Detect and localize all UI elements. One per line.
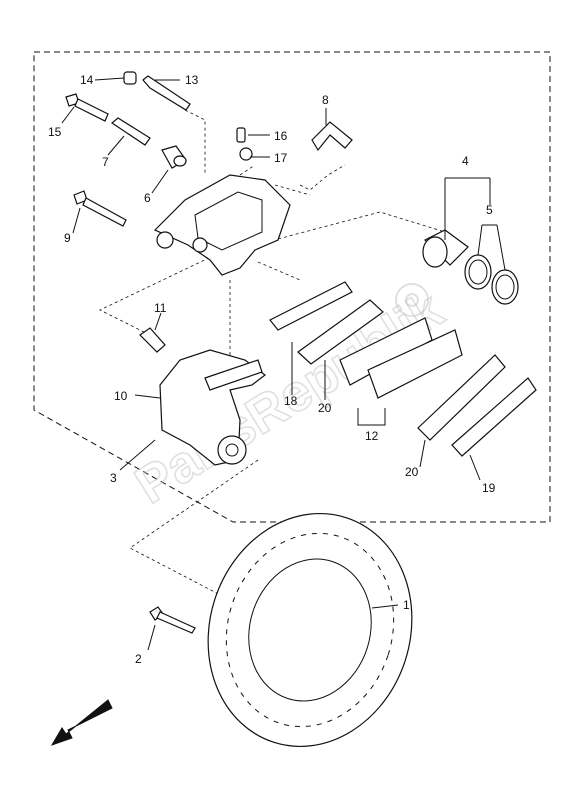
callout-leaders bbox=[61, 77, 506, 651]
part-14-cap bbox=[123, 71, 137, 85]
part-20-pad-left bbox=[297, 299, 384, 365]
callout-11: 11 bbox=[154, 301, 167, 315]
part-13-pin bbox=[142, 75, 191, 111]
part-15-bolt bbox=[65, 93, 109, 122]
part-16-bleeder bbox=[236, 127, 246, 143]
assembly-leaders bbox=[99, 109, 446, 601]
caliper-body bbox=[153, 174, 291, 276]
callout-10: 10 bbox=[114, 389, 128, 403]
callout-6: 6 bbox=[144, 191, 151, 205]
callout-20-right: 20 bbox=[405, 465, 419, 479]
watermark-gear-icon bbox=[395, 283, 429, 317]
part-2-bolt bbox=[149, 606, 196, 634]
callout-16: 16 bbox=[274, 129, 288, 143]
part-5-seals bbox=[464, 254, 519, 305]
part-7-sleeve bbox=[110, 117, 151, 146]
part-8-clip bbox=[311, 121, 353, 152]
callout-8: 8 bbox=[322, 93, 329, 107]
callout-3: 3 bbox=[110, 471, 117, 485]
part-11-pin bbox=[139, 327, 166, 353]
callout-2: 2 bbox=[135, 652, 142, 666]
callout-1: 1 bbox=[403, 598, 410, 612]
callout-7: 7 bbox=[102, 155, 109, 169]
callout-18: 18 bbox=[284, 394, 298, 408]
callout-13: 13 bbox=[185, 73, 199, 87]
callout-4: 4 bbox=[462, 154, 469, 168]
part-10-bracket bbox=[159, 349, 266, 466]
part-18-shim bbox=[269, 281, 353, 331]
assembly-boundary bbox=[33, 51, 551, 523]
part-19-shim bbox=[451, 377, 537, 457]
direction-arrow-icon bbox=[50, 699, 113, 746]
part-17-cap bbox=[239, 147, 253, 161]
part-12-pads bbox=[339, 317, 463, 399]
callout-19: 19 bbox=[482, 481, 496, 495]
callout-14: 14 bbox=[80, 73, 94, 87]
part-4-piston bbox=[422, 229, 469, 268]
part-20-pad-right bbox=[417, 354, 506, 441]
part-9-bolt bbox=[73, 190, 127, 227]
callout-15: 15 bbox=[48, 125, 62, 139]
callout-5: 5 bbox=[486, 203, 493, 217]
part-6-boot bbox=[161, 145, 187, 169]
callout-9: 9 bbox=[64, 231, 71, 245]
brake-disc bbox=[207, 512, 413, 748]
callout-12: 12 bbox=[365, 429, 379, 443]
callout-17: 17 bbox=[274, 151, 288, 165]
callout-20-left: 20 bbox=[318, 401, 332, 415]
